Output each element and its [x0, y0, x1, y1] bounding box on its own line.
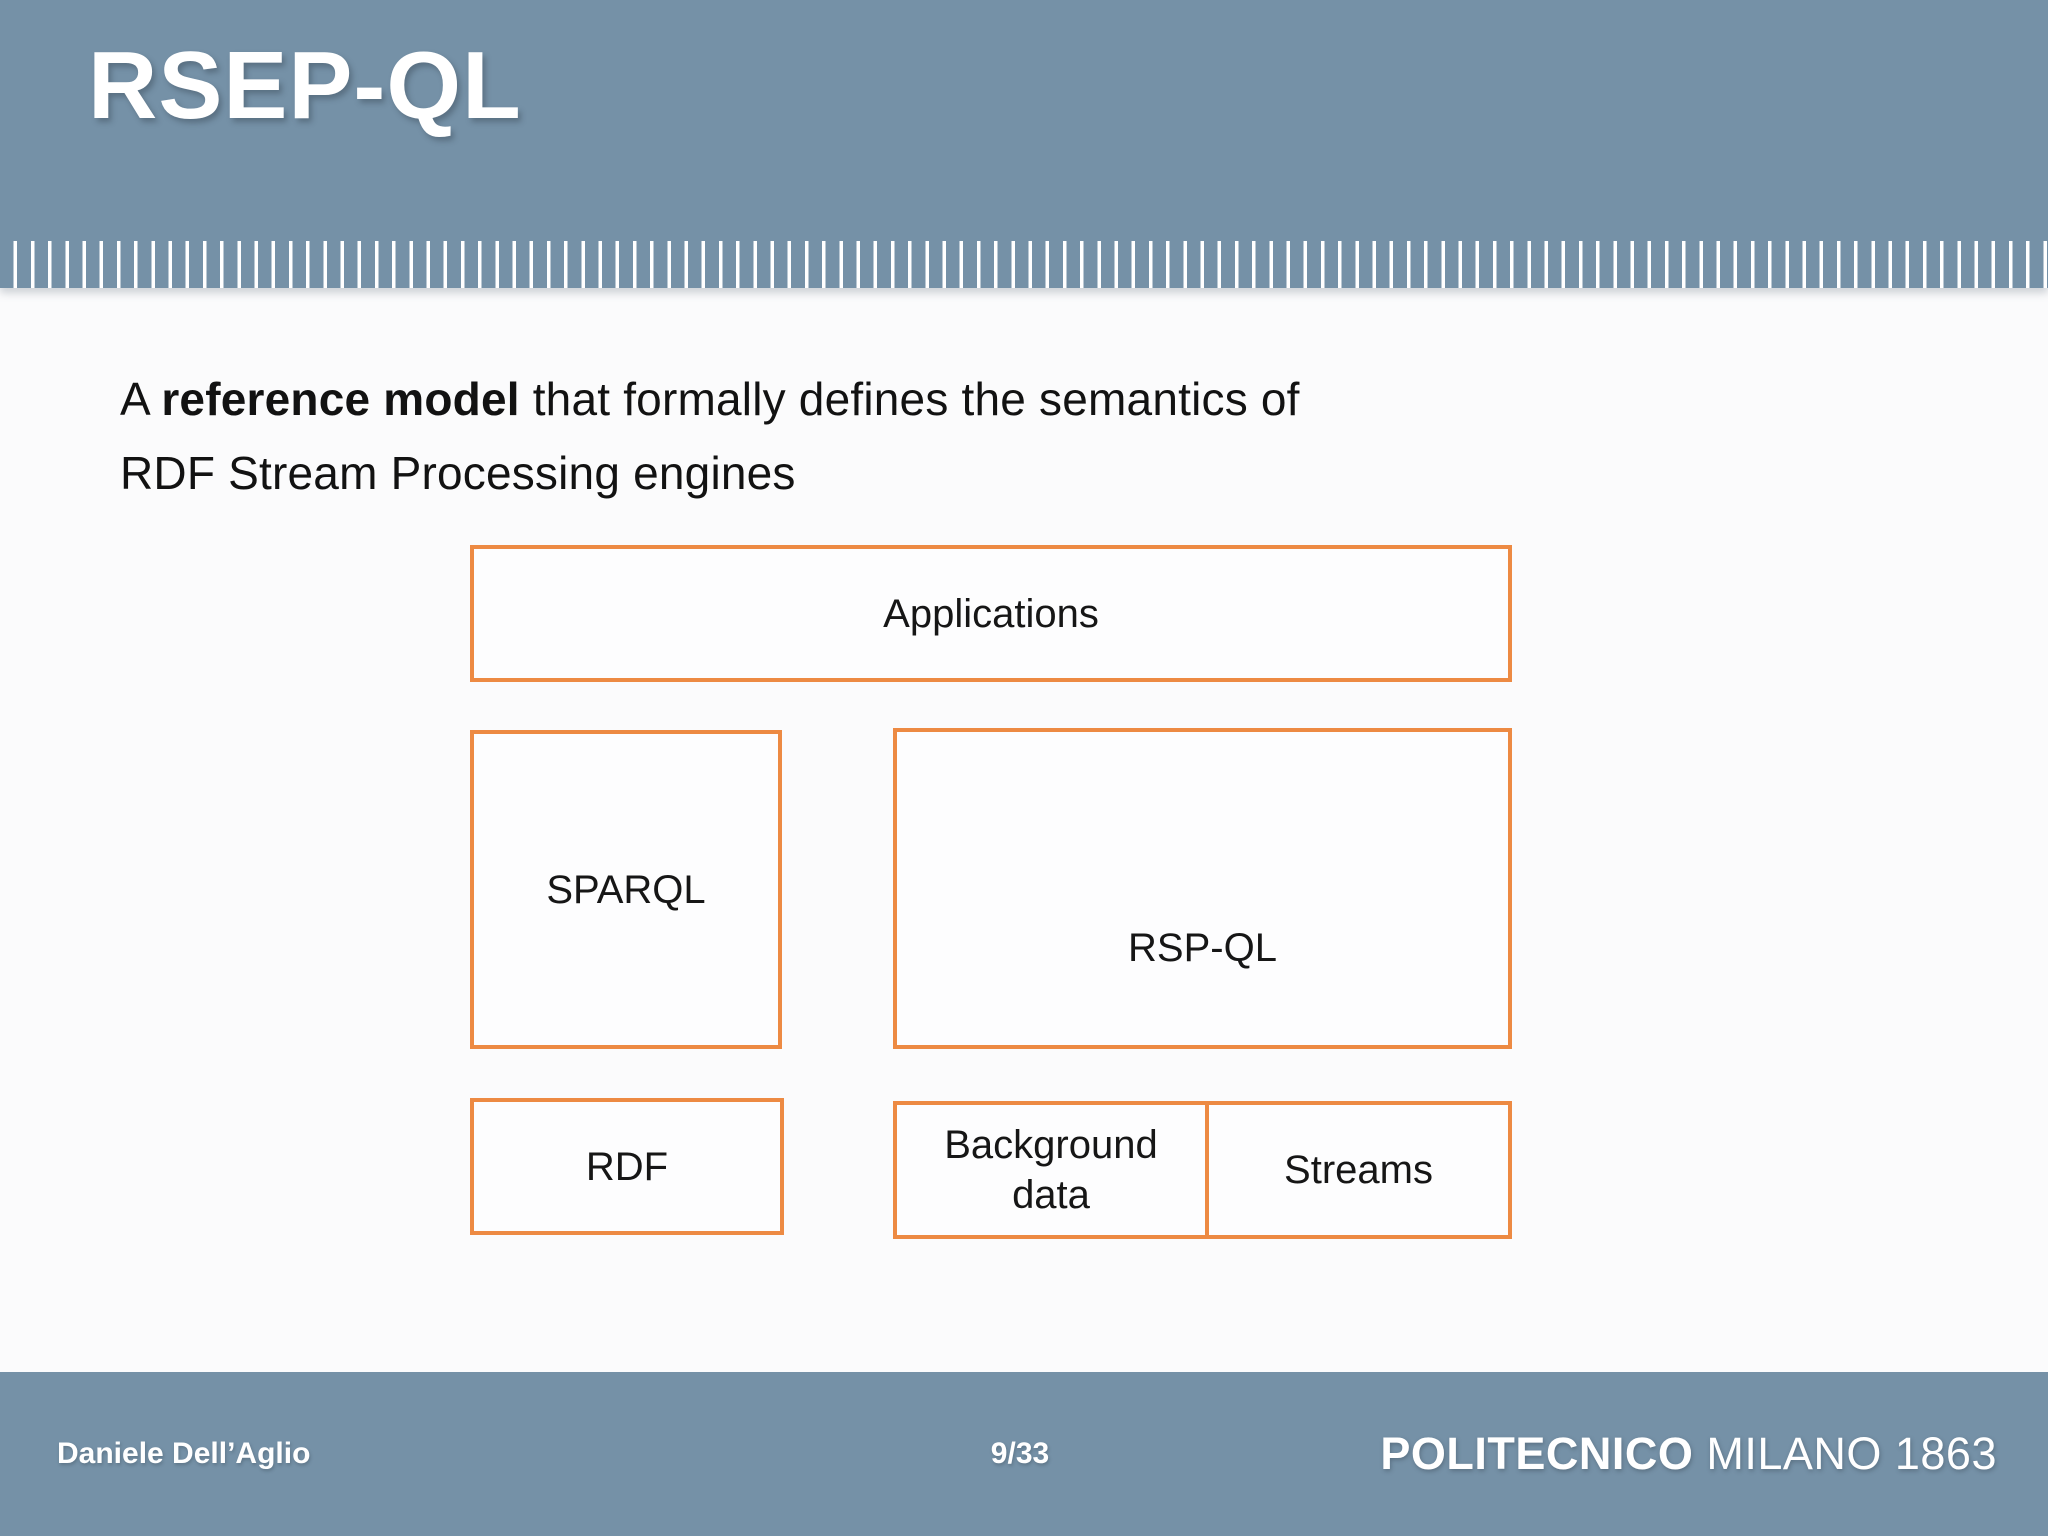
diagram-label-rdf: RDF	[585, 1144, 669, 1189]
diagram-label-applications: Applications	[883, 591, 1099, 636]
footer-page-number: 9/33	[990, 1437, 1050, 1470]
diagram-box-rspql: RSP-QL	[893, 728, 1512, 1049]
footer-brand-rest: MILANO 1863	[1693, 1428, 1997, 1479]
slide-body-text: A reference model that formally defines …	[120, 362, 1300, 510]
body-line-1: A reference model that formally defines …	[120, 362, 1300, 436]
diagram-box-rdf: RDF	[470, 1098, 784, 1235]
body-line-2: RDF Stream Processing engines	[120, 447, 796, 499]
diagram-label-sparql: SPARQL	[546, 867, 706, 912]
body-line1-bold: reference model	[161, 373, 520, 425]
diagram-box-background-data: Background data	[893, 1101, 1209, 1239]
diagram-box-applications: Applications	[470, 545, 1512, 682]
footer-author: Daniele Dell’Aglio	[57, 1437, 311, 1470]
slide-title: RSEP-QL	[88, 32, 522, 139]
diagram-box-streams: Streams	[1205, 1101, 1512, 1239]
tick-strip-decoration	[0, 241, 2048, 288]
footer-brand-logo: POLITECNICO MILANO 1863	[1380, 1428, 1997, 1480]
diagram-label-background-data: Background data	[944, 1123, 1158, 1217]
diagram-label-streams: Streams	[1284, 1148, 1433, 1192]
body-line1-rest: that formally defines the semantics of	[519, 373, 1300, 425]
diagram-label-rspql: RSP-QL	[1128, 926, 1277, 970]
header-band: RSEP-QL	[0, 0, 2048, 288]
footer-brand-bold: POLITECNICO	[1380, 1428, 1694, 1479]
body-line1-prefix: A	[120, 373, 162, 425]
footer-band: Daniele Dell’Aglio 9/33 POLITECNICO MILA…	[0, 1372, 2048, 1536]
diagram-box-sparql: SPARQL	[470, 730, 782, 1049]
